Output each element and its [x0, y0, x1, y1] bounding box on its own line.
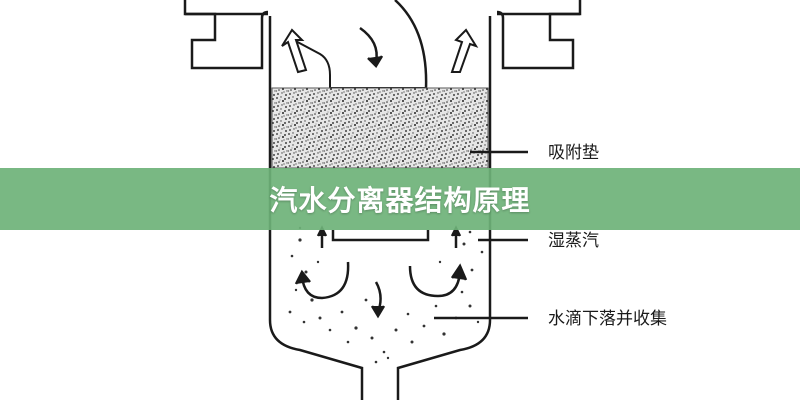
label-water-drops: 水滴下落并收集	[548, 309, 667, 329]
flow-arrow-icon	[450, 263, 468, 281]
leader-lines	[434, 150, 528, 320]
flow-arrow-icon	[450, 28, 479, 73]
label-adsorption-pad: 吸附垫	[548, 143, 599, 163]
adsorption-pad	[271, 87, 489, 169]
inner-box	[331, 230, 430, 242]
top-housing	[183, 0, 582, 70]
flow-arrow-icon	[370, 305, 386, 319]
vessel-body	[268, 16, 492, 400]
flow-arrow-icon	[367, 55, 384, 69]
flow-arrows	[281, 26, 479, 319]
page-title: 汽水分离器结构原理	[269, 184, 531, 217]
label-wet-steam: 湿蒸汽	[548, 231, 599, 251]
inner-duct	[289, 37, 426, 89]
flow-arrow-icon	[281, 28, 308, 74]
flow-arrow-icon	[408, 265, 462, 298]
inlet-pipe	[394, 0, 428, 89]
water-droplets	[288, 226, 484, 364]
flow-arrow-icon	[300, 261, 350, 300]
title-banner: 汽水分离器结构原理	[0, 168, 800, 230]
flow-arrow-icon	[294, 269, 311, 285]
